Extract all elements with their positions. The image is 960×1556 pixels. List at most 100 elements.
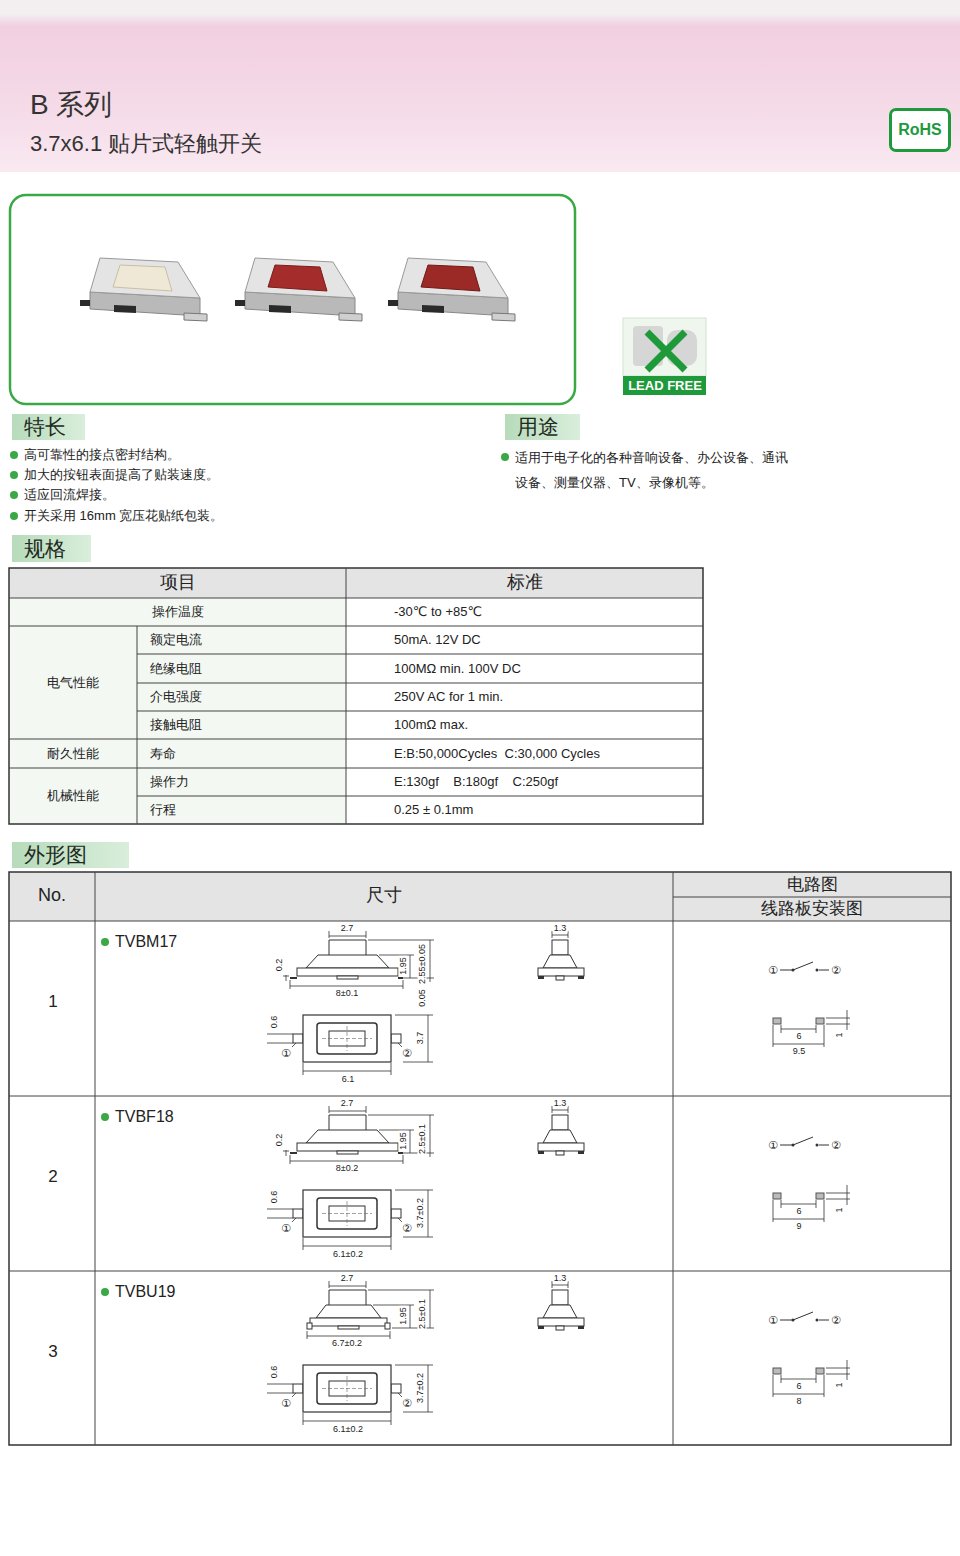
drawing-shape — [780, 1137, 829, 1147]
drawing-shape — [329, 1290, 366, 1305]
photo-frame — [10, 195, 575, 404]
dimension: 0.6 — [270, 1015, 279, 1030]
subtitle: 3.7x6.1 贴片式轻触开关 — [30, 131, 262, 157]
drawing-shape — [501, 453, 509, 461]
switch-photo — [80, 258, 207, 321]
drawing-shape — [9, 872, 951, 1445]
drawing-shape — [9, 872, 951, 1445]
usage-text: 适用于电子化的各种音响设备、办公设备、通讯 设备、测量仪器、TV、录像机等。 — [515, 445, 799, 495]
dimension: 0.2 — [275, 958, 284, 973]
pin-number: ① — [767, 1315, 779, 1326]
drawing-shape — [538, 1106, 584, 1155]
pin-number: ① — [280, 1398, 292, 1409]
drawing-shape — [113, 265, 172, 291]
drawing-shape — [9, 568, 703, 598]
table-cell: 绝缘电阻 — [150, 661, 202, 677]
table-cell: 电气性能 — [47, 675, 99, 691]
dimension: 1 — [835, 1031, 844, 1038]
drawing-shape — [10, 471, 18, 479]
drawing-shape — [9, 568, 703, 824]
drawing-shape — [773, 1010, 850, 1047]
drawing-shape — [623, 376, 706, 395]
table-header: 电路图 — [787, 875, 838, 895]
badge-text: RoHS — [898, 121, 942, 139]
dimension: 6.7±0.2 — [331, 1339, 363, 1348]
drawing-shape — [538, 1281, 584, 1330]
spec-table-grid — [9, 568, 703, 824]
part-number: TVBU19 — [115, 1282, 175, 1301]
section-title: 特长 — [24, 413, 66, 441]
drawing-shape — [10, 491, 18, 499]
feature-text: 加大的按钮表面提高了贴装速度。 — [24, 467, 219, 483]
dimension: 1 — [835, 1206, 844, 1213]
drawing-shape — [421, 265, 480, 291]
dimension: 6.1±0.2 — [332, 1425, 364, 1434]
outline-table-grid — [9, 872, 951, 1445]
page-title: B 系列 — [30, 88, 112, 122]
dimension: 0.2 — [275, 1133, 284, 1148]
drawing-shape — [101, 938, 109, 946]
section-title: 外形图 — [24, 841, 87, 869]
drawing-shape — [647, 332, 685, 370]
table-cell: 行程 — [150, 802, 176, 818]
switch-photo — [235, 258, 362, 321]
dimension: 3.7 — [416, 1031, 425, 1046]
drawing-shape — [101, 1113, 109, 1121]
pin-number: ① — [280, 1048, 292, 1059]
table-cell: 50mA. 12V DC — [394, 632, 481, 648]
pin-number: ① — [767, 1140, 779, 1151]
drawing-shape — [316, 1305, 381, 1318]
drawing-shape — [101, 1288, 109, 1296]
section-band: 特长 — [12, 414, 85, 440]
table-cell: 寿命 — [150, 746, 176, 762]
pin-number: ② — [830, 965, 842, 976]
dimension: 2.7 — [340, 924, 355, 933]
rohs-badge: RoHS — [889, 108, 951, 152]
section-title: 用途 — [517, 413, 559, 441]
dimension: 6 — [795, 1207, 802, 1216]
table-header: No. — [38, 885, 66, 907]
drawing-shape — [10, 451, 18, 459]
table-cell: 接触电阻 — [150, 717, 202, 733]
drawing-row — [267, 1281, 850, 1425]
table-cell: 介电强度 — [150, 689, 202, 705]
drawing-shape — [310, 1318, 387, 1326]
dimension: 0.6 — [270, 1190, 279, 1205]
pin-number: ② — [830, 1315, 842, 1326]
dimension: 1.95 — [399, 956, 408, 976]
dimension: 2.5±0.1 — [418, 1298, 427, 1330]
table-header: 尺寸 — [366, 885, 402, 907]
pin-number: ② — [401, 1398, 413, 1409]
dimension: 1.95 — [399, 1131, 408, 1151]
drawing-shape — [283, 1106, 434, 1164]
feature-text: 高可靠性的接点密封结构。 — [24, 447, 180, 463]
drawing-shape — [267, 1190, 433, 1250]
table-cell: 标准 — [507, 572, 543, 594]
drawing-shape — [773, 1185, 850, 1222]
drawing-shape — [268, 265, 327, 291]
pin-number: ② — [401, 1048, 413, 1059]
drawing-shape — [780, 962, 829, 972]
dimension: 6.1 — [341, 1075, 356, 1084]
section-band: 外形图 — [12, 842, 129, 868]
drawing-shape — [338, 1326, 359, 1329]
dimension: 9.5 — [792, 1047, 807, 1056]
drawing-row — [267, 931, 850, 1075]
table-cell: 0.25 ± 0.1mm — [394, 802, 473, 818]
section-band: 用途 — [505, 414, 580, 440]
pin-number: ② — [830, 1140, 842, 1151]
table-cell: 机械性能 — [47, 788, 99, 804]
pin-number: ② — [401, 1223, 413, 1234]
pin-number: ① — [280, 1223, 292, 1234]
dimension: 2.7 — [340, 1274, 355, 1283]
table-header: 线路板安装图 — [761, 899, 863, 919]
drawing-shape — [538, 931, 584, 980]
feature-text: 开关采用 16mm 宽压花贴纸包装。 — [24, 508, 223, 524]
row-number: 3 — [48, 1342, 57, 1362]
row-number: 1 — [48, 992, 57, 1012]
dimension: 1.3 — [553, 924, 568, 933]
dimension: 3.7±0.2 — [416, 1197, 425, 1229]
dimension: 6 — [795, 1382, 802, 1391]
dimension: 8±0.2 — [335, 1164, 359, 1173]
